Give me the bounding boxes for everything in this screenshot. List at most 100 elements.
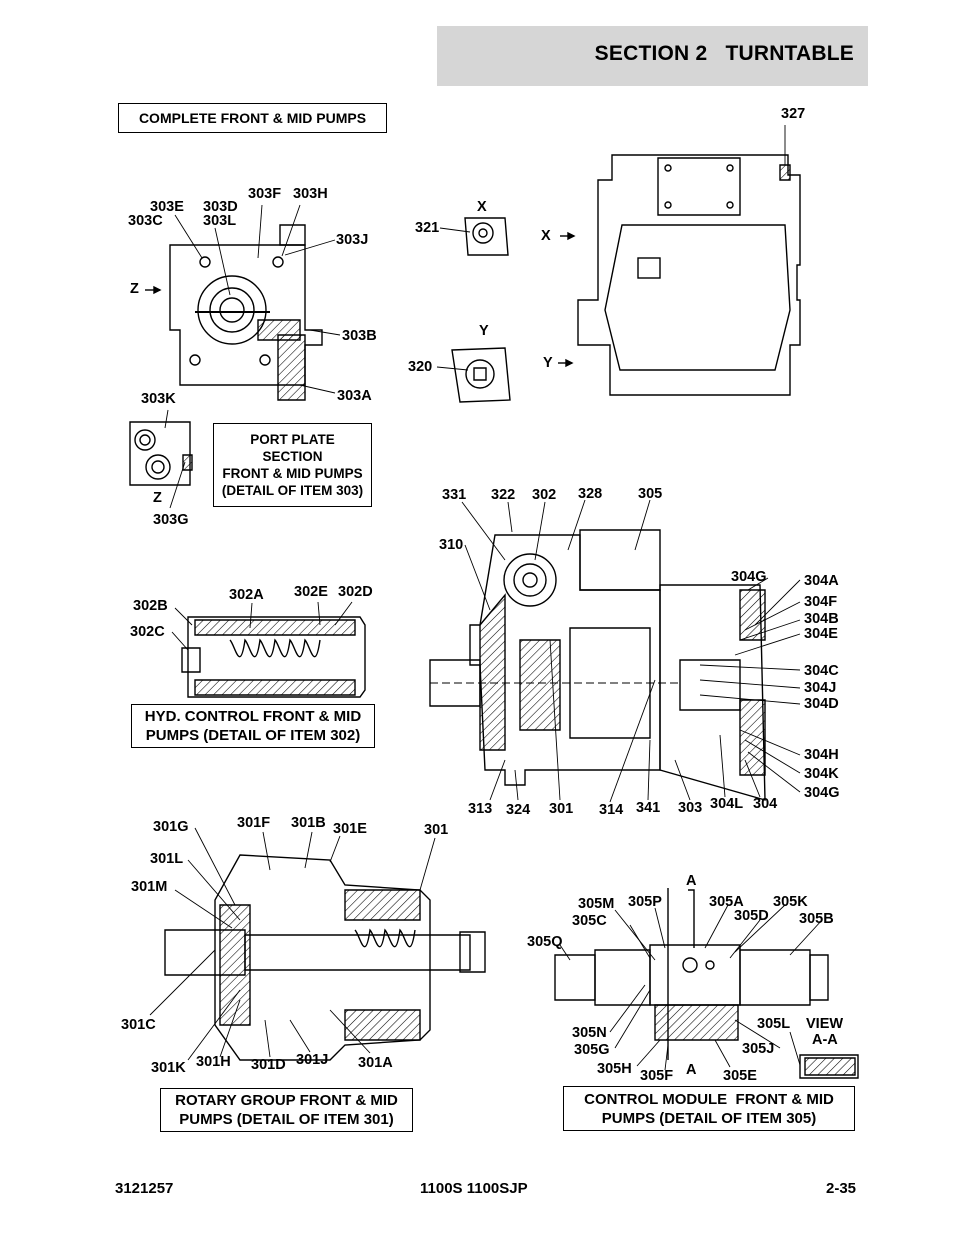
view-marker: X [541, 228, 551, 244]
part-label: 303G [153, 512, 189, 528]
part-label: 302D [338, 584, 373, 600]
part-label: 304L [710, 796, 744, 812]
caption-hyd-control: HYD. CONTROL FRONT & MID PUMPS (DETAIL O… [131, 704, 375, 748]
part-label: 301B [291, 815, 326, 831]
part-label: 302B [133, 598, 168, 614]
part-label: 302E [294, 584, 328, 600]
part-label: 305P [628, 894, 662, 910]
part-label: 327 [781, 106, 806, 122]
hyd-control-drawing [181, 616, 366, 698]
caption-control-module-line2: PUMPS (DETAIL OF ITEM 305) [601, 1109, 817, 1127]
part-label: 304D [804, 696, 839, 712]
caption-port-plate: PORT PLATE SECTION FRONT & MID PUMPS (DE… [213, 423, 372, 507]
part-label: 305M [578, 896, 615, 912]
view-marker: X [477, 199, 487, 215]
part-label: 305N [572, 1025, 607, 1041]
part-label: 302A [229, 587, 264, 603]
part-label: 328 [578, 486, 603, 502]
part-label: 304K [804, 766, 839, 782]
complete-pump-drawing [558, 154, 801, 396]
part-label: 304J [804, 680, 837, 696]
part-label: 303 [678, 800, 703, 816]
part-label: 305B [799, 911, 834, 927]
part-label: 302C [130, 624, 165, 640]
caption-rotary-line1: ROTARY GROUP FRONT & MID [175, 1092, 398, 1109]
section-header: SECTION 2 TURNTABLE [437, 26, 868, 86]
caption-hyd-control-line2: PUMPS (DETAIL OF ITEM 302) [145, 727, 361, 744]
part-label: 304C [804, 663, 839, 679]
view-marker: Z [153, 490, 162, 506]
section-marker: A [686, 1062, 697, 1078]
part-label: 341 [636, 800, 661, 816]
part-label: 313 [468, 801, 493, 817]
caption-control-module-line1: CONTROL MODULE FRONT & MID [584, 1090, 834, 1108]
part-label: 304A [804, 573, 839, 589]
part-label: 304G [804, 785, 840, 801]
view-marker: Y [543, 355, 553, 371]
view-marker: Z [130, 281, 139, 297]
part-label: 303F [248, 186, 282, 202]
view-marker: Y [479, 323, 489, 339]
section-name: TURNTABLE [725, 42, 854, 65]
part-label: 301M [131, 879, 168, 895]
part-label: 301E [333, 821, 367, 837]
part-label: 320 [408, 359, 433, 375]
part-label: 314 [599, 802, 624, 818]
part-label: 304G [731, 569, 767, 585]
part-label: 303H [293, 186, 328, 202]
xy-details [451, 217, 511, 403]
footer-page-number: 2-35 [826, 1180, 857, 1197]
port-plate-drawing [129, 224, 323, 486]
footer-doc-number: 3121257 [115, 1180, 174, 1197]
control-module-drawing [554, 888, 859, 1079]
view-label: A-A [812, 1032, 838, 1048]
caption-rotary-line2: PUMPS (DETAIL OF ITEM 301) [179, 1111, 394, 1128]
part-label: 301H [196, 1054, 231, 1070]
part-label: 303A [337, 388, 372, 404]
caption-complete-pumps: COMPLETE FRONT & MID PUMPS [118, 103, 387, 133]
part-label: 305Q [527, 934, 563, 950]
leader-lines [149, 125, 823, 1071]
caption-rotary-group: ROTARY GROUP FRONT & MID PUMPS (DETAIL O… [160, 1088, 413, 1132]
part-label: 324 [506, 802, 531, 818]
part-label: 305G [574, 1042, 610, 1058]
section-title: SECTION 2 TURNTABLE [595, 42, 854, 66]
part-label: 303K [141, 391, 176, 407]
caption-port-plate-line2: SECTION [262, 449, 323, 464]
part-label: 322 [491, 487, 516, 503]
pump-section-drawing [429, 529, 766, 801]
part-label: 305H [597, 1061, 632, 1077]
part-label: 331 [442, 487, 467, 503]
part-label: 305C [572, 913, 607, 929]
part-label: 303B [342, 328, 377, 344]
part-label: 301A [358, 1055, 393, 1071]
part-label: 301C [121, 1017, 156, 1033]
part-label: 301F [237, 815, 271, 831]
part-label: 301L [150, 851, 184, 867]
caption-port-plate-line3: FRONT & MID PUMPS [222, 466, 363, 481]
part-label: 304 [753, 796, 778, 812]
part-label: 304H [804, 747, 839, 763]
part-label: 305 [638, 486, 663, 502]
part-label: 305J [742, 1041, 775, 1057]
part-label: 301J [296, 1052, 329, 1068]
part-label: 303D [203, 199, 238, 215]
part-label: 301 [549, 801, 574, 817]
part-label: 301G [153, 819, 189, 835]
part-label: 303E [150, 199, 184, 215]
part-label: 305A [709, 894, 744, 910]
part-label: 305K [773, 894, 808, 910]
part-label: 304F [804, 594, 838, 610]
part-label: 303J [336, 232, 369, 248]
part-label: 302 [532, 487, 557, 503]
rotary-group-drawing [164, 854, 486, 1061]
caption-port-plate-line4: (DETAIL OF ITEM 303) [221, 483, 364, 498]
part-label: 301 [424, 822, 449, 838]
part-label: 321 [415, 220, 440, 236]
part-label: 304B [804, 611, 839, 627]
part-label: 305F [640, 1068, 674, 1084]
caption-complete-text: COMPLETE FRONT & MID PUMPS [138, 109, 367, 126]
part-label: 303C [128, 213, 163, 229]
section-number: SECTION 2 [594, 42, 708, 65]
